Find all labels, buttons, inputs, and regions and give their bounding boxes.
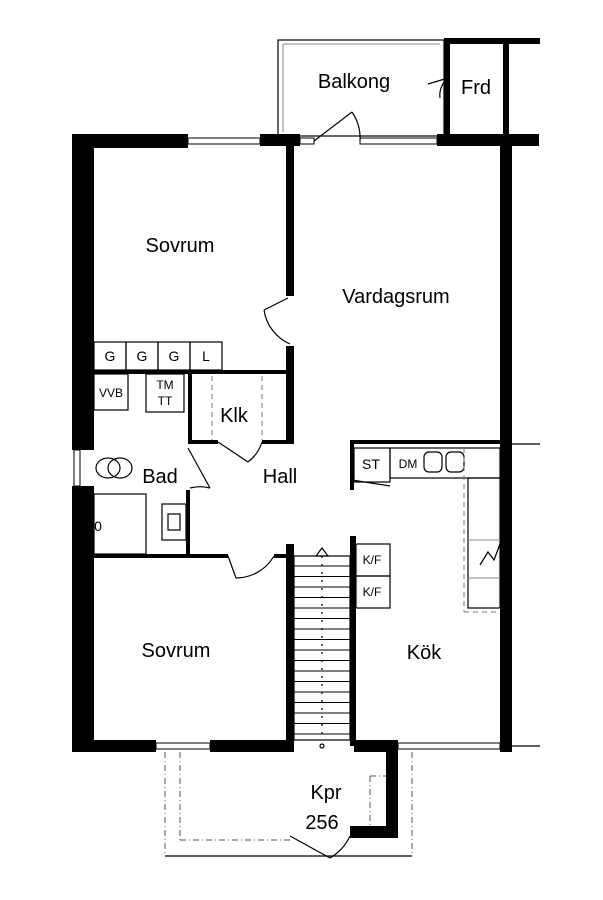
kf-label-1: K/F: [363, 553, 382, 567]
wardrobe-label-2: G: [137, 348, 148, 364]
porch-outline: [164, 752, 413, 857]
tm-label: TM: [156, 378, 173, 392]
exterior-walls: [72, 134, 540, 752]
room-label-bad: Bad: [142, 466, 178, 488]
room-label-klk: Klk: [220, 405, 249, 427]
dm-label: DM: [399, 457, 418, 471]
room-label-vardagsrum: Vardagsrum: [342, 286, 449, 308]
interior-doors: [187, 297, 391, 859]
room-label-frd: Frd: [461, 77, 491, 99]
room-label-kok: Kök: [407, 642, 442, 664]
room-label-kpr: Kpr: [310, 782, 341, 804]
room-label-sovrum-top: Sovrum: [146, 235, 215, 257]
kitchen-counter: [353, 447, 501, 613]
bathroom-fixtures: [93, 373, 187, 555]
room-label-balkong: Balkong: [318, 71, 390, 93]
st-label: ST: [362, 456, 380, 472]
wardrobes: [93, 341, 223, 371]
wardrobe-label-1: G: [105, 348, 116, 364]
klk-closet: [211, 376, 263, 440]
vvb-label: VVB: [99, 386, 123, 400]
staircase: [293, 547, 351, 749]
room-label-hall: Hall: [263, 466, 297, 488]
kf-label-2: K/F: [363, 585, 382, 599]
bath-marker-label: 0: [94, 518, 102, 534]
frd-closet: [427, 38, 540, 136]
interior-walls: [94, 146, 500, 838]
balcony-door: [313, 111, 361, 142]
room-label-kpr-number: 256: [305, 812, 338, 834]
room-label-sovrum-bottom: Sovrum: [142, 640, 211, 662]
wardrobe-label-4: L: [202, 348, 210, 364]
wardrobe-label-3: G: [169, 348, 180, 364]
tt-label: TT: [158, 394, 173, 408]
